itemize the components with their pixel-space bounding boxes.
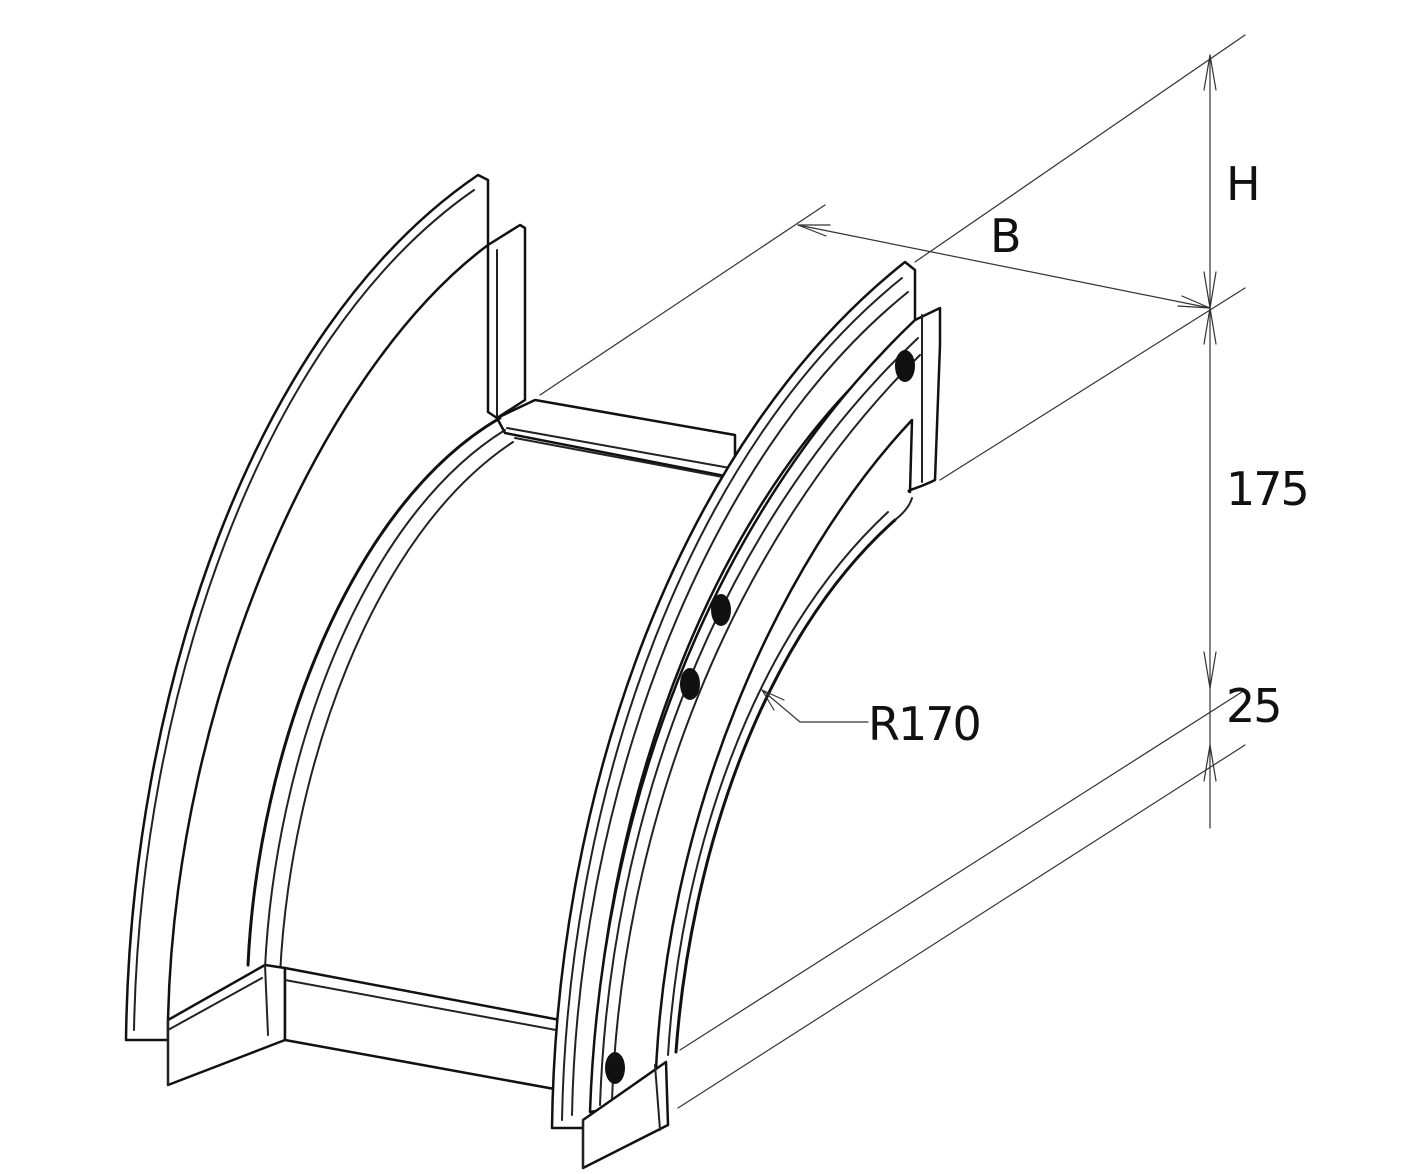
rivet-middle-lower [680,668,700,700]
rivet-middle-upper [711,594,731,626]
rivet-top [895,350,915,382]
rivet-bottom [605,1052,625,1084]
height-label: H [1226,157,1259,211]
tray-floor-curve [246,416,514,976]
tray-floor-bottom-edge [283,966,562,1092]
front-outer-bend-curve [667,497,913,1056]
dimension-width-b: B [539,34,1246,396]
back-bottom-end-lip [166,963,287,1087]
dimension-vertical-chain: H 175 25 [677,54,1310,1109]
front-side-flange [550,260,917,1130]
back-top-end-lip [486,223,527,420]
back-side-flange [124,173,490,1042]
radius-label: R170 [868,697,980,751]
front-bottom-end-lip [581,1060,670,1170]
dimension-radius: R170 [761,689,982,751]
rivets [605,350,915,1084]
tray-floor-top-edge [495,398,737,480]
flange-height-label: 175 [1226,462,1308,516]
lip-height-label: 25 [1226,679,1281,733]
width-label: B [990,209,1020,263]
